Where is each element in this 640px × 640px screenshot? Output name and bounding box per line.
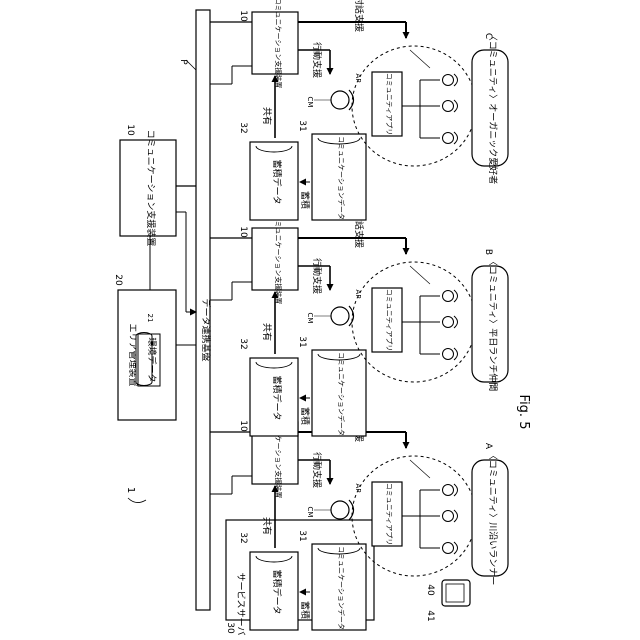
cm-label: CM [306,507,314,518]
cm-label: CM [306,97,314,108]
figure-label: Fig. 5 [516,395,531,430]
system-number: 1 [125,487,136,493]
comm-data-ref: 31 [297,530,307,541]
community-name: 〈コミュニティ〉川沿いランナー [487,451,498,585]
service-server-label: サービスサーバ [235,573,246,636]
community-ref: B [483,249,493,255]
action-support-label: 行動支援 [311,42,323,78]
community-app-label: コミュニティアプリ [385,289,393,352]
comm-support-ref: 10 [238,10,248,22]
data-platform-label: データ連携基盤 [200,298,212,361]
community-member [443,74,458,86]
community-member [443,100,458,112]
comm-support-ref: 10 [238,226,248,238]
cm-robot [331,501,349,519]
accum-data-label: 蓄積データ [271,569,283,614]
comm-support-label: コミュニケーション支援装置 [274,214,283,305]
comm-data-label: コミュニケーションデータ [337,136,346,220]
community-app-label: コミュニティアプリ [385,73,393,136]
community-unit: コミュニケーション支援装置 10 共有蓄積データ 32 蓄積 コミュニケーションデータ 31… [210,212,508,436]
cm-robot [331,91,349,109]
comm-data-ref: 31 [297,336,307,347]
comm-data-label: コミュニケーションデータ [337,546,346,630]
accum-data-label: 蓄積データ [271,375,283,420]
community-member [443,348,458,360]
accum-label: 蓄積 [299,407,311,425]
community-member [443,542,458,554]
community-member [443,132,458,144]
accum-label: 蓄積 [299,191,311,209]
community-unit: コミュニケーション支援装置 10 共有蓄積データ 32 蓄積 コミュニケーションデータ 31… [210,0,508,220]
env-data-label: 環境データ [146,337,158,382]
accum-data-ref: 32 [238,122,248,133]
accum-data-label: 蓄積データ [271,159,283,204]
community-app-label: コミュニティアプリ [385,483,393,546]
terminal-ref-b: 41 [425,610,435,621]
community-member [443,316,458,328]
env-data-ref: 21 [146,314,154,323]
accum-data-ref: 32 [238,532,248,543]
community-ref: C [483,33,493,39]
community-member [443,290,458,302]
terminal-ref-a: 40 [425,584,435,596]
comm-support-ref: 10 [238,420,248,432]
action-support-label: 行動支援 [311,452,323,488]
service-server-ref: 30 [225,622,235,634]
comm-support-main-label: コミュニケーション支援装置 [145,130,157,247]
community-name: 〈コミュニティ〉オーガニック愛好者 [487,32,499,184]
community-ref: A [483,443,493,450]
ap-label: AP [354,483,362,492]
data-platform-ref: P [178,59,188,65]
share-label: 共有 [261,107,273,125]
comm-support-main-ref: 10 [125,124,135,136]
action-support-label: 行動支援 [311,258,323,294]
area-management-ref: 20 [113,274,123,286]
cm-robot [331,307,349,325]
comm-data-label: コミュニケーションデータ [337,352,346,436]
community-name: 〈コミュニティ〉平日ランチ仲間 [487,257,499,391]
community-units: コミュニケーション支援装置10共有蓄積データ32蓄積コミュニケーションデータ31… [210,0,508,630]
community-member [443,510,458,522]
cm-label: CM [306,313,314,324]
share-label: 共有 [261,323,273,341]
accum-data-ref: 32 [238,338,248,349]
share-label: 共有 [261,517,273,535]
dialog-support-label: 対話支援 [353,0,365,32]
accum-label: 蓄積 [299,601,311,619]
community-member [443,484,458,496]
ap-label: AP [354,73,362,82]
comm-support-label: コミュニケーション支援装置 [274,0,283,88]
comm-data-ref: 31 [297,120,307,131]
ap-label: AP [354,289,362,298]
